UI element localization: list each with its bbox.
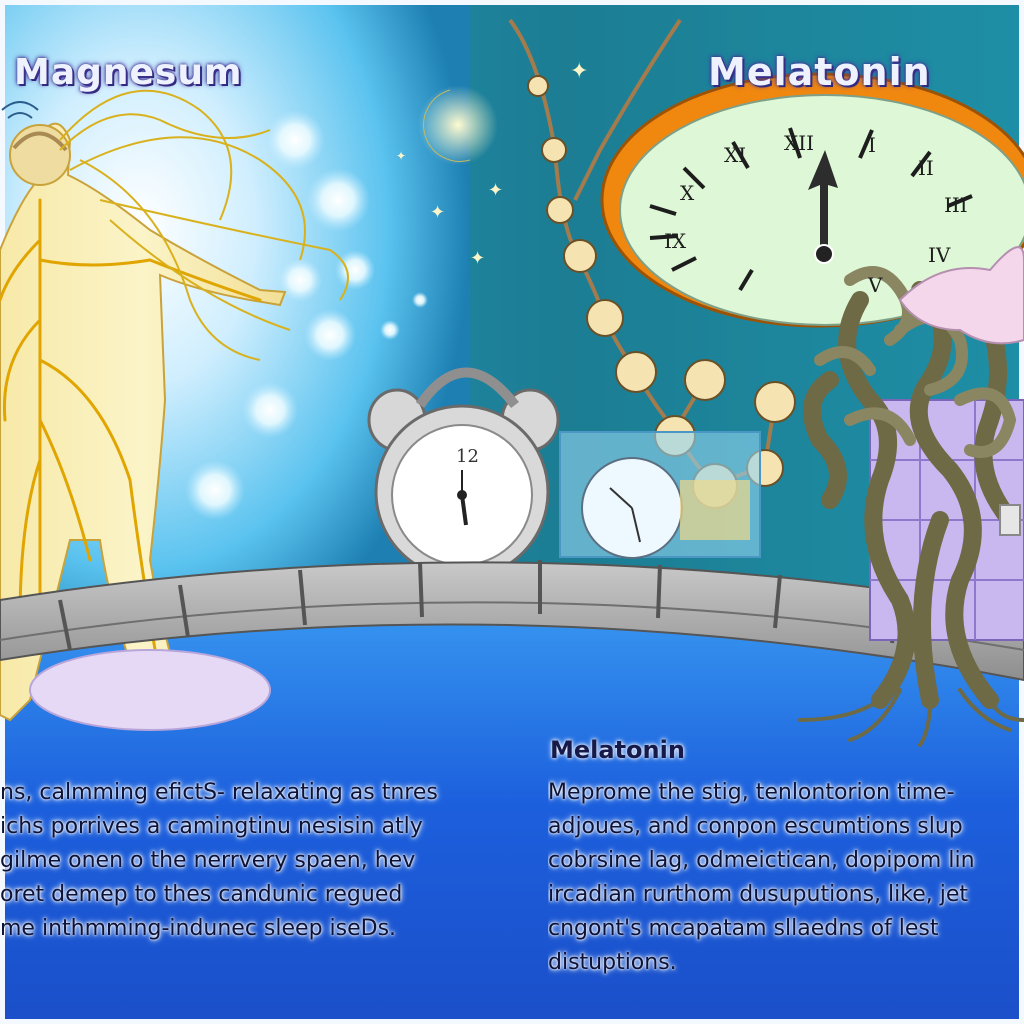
magnesium-title: Magnesum bbox=[14, 52, 243, 93]
caption-line: adjoues, and conpon escumtions slup bbox=[548, 814, 963, 839]
caption-line: oret demep to thes candunic regued bbox=[0, 882, 403, 907]
caption-line: gilme onen o the nerrvery spaen, hev bbox=[0, 848, 416, 873]
magnesium-caption: ns, calmming efictS- relaxating as tnres… bbox=[0, 776, 520, 946]
curved-rail bbox=[0, 560, 1024, 682]
lavender-pad bbox=[29, 649, 271, 731]
alarm-clock-numeral: 12 bbox=[456, 446, 479, 467]
alarm-clock-icon: 12 bbox=[367, 367, 560, 580]
stars: ✦ ✦ ✦ ✦ ✦ bbox=[396, 59, 588, 269]
moon-icon bbox=[418, 85, 498, 165]
wall-clock bbox=[600, 72, 1024, 328]
melatonin-title: Melatonin bbox=[708, 50, 931, 94]
glowing-orbs bbox=[185, 110, 428, 520]
glass-box bbox=[559, 431, 761, 559]
caption-line: cobrsine lag, odmeictican, dopipom lin bbox=[548, 848, 975, 873]
caption-line: ns, calmming efictS- relaxating as tnres bbox=[0, 780, 438, 805]
caption-line: cngont's mcapatam sllaedns of lest bbox=[548, 916, 939, 941]
human-figure bbox=[0, 89, 349, 731]
caption-line: distuptions. bbox=[548, 950, 677, 975]
svg-text:✦: ✦ bbox=[430, 202, 445, 223]
svg-text:✦: ✦ bbox=[488, 180, 503, 201]
svg-text:✦: ✦ bbox=[470, 248, 485, 269]
caption-line: ichs porrives a camingtinu nesisin atly bbox=[0, 814, 423, 839]
caption-line: ircadian rurthom dusuputions, like, jet bbox=[548, 882, 969, 907]
caption-line: me inthmming-indunec sleep iseDs. bbox=[0, 916, 397, 941]
melatonin-caption-heading: Melatonin bbox=[550, 736, 685, 764]
caption-line: Meprome the stig, tenlontorion time- bbox=[548, 780, 955, 805]
svg-text:✦: ✦ bbox=[570, 59, 588, 84]
lamp-icon bbox=[999, 504, 1021, 536]
svg-text:✦: ✦ bbox=[396, 149, 406, 163]
melatonin-caption: Meprome the stig, tenlontorion time- adj… bbox=[548, 776, 1024, 980]
